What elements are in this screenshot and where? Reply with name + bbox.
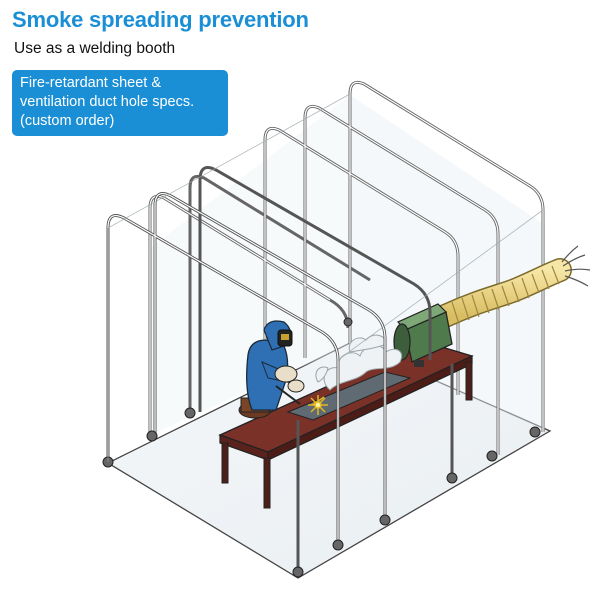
welder-figure [238,320,305,419]
spec-callout: Fire-retardant sheet & ventilation duct … [12,70,228,136]
sheet-edges [107,93,544,462]
callout-line-1: Fire-retardant sheet & [20,75,162,91]
smoke-plume [315,334,402,391]
callout-line-2: ventilation duct hole specs. [20,94,195,110]
page-title: Smoke spreading prevention [12,7,309,32]
callout-line-3: (custom order) [20,113,115,129]
booth-frame-back-inner [149,81,544,455]
frame-feet [102,317,541,578]
page-subtitle: Use as a welding booth [14,40,176,57]
flexible-duct [433,245,591,328]
welding-spark [308,395,328,415]
welding-table [218,341,474,509]
exhaust-lines [561,245,591,287]
booth-frame-front-inner [107,193,386,545]
